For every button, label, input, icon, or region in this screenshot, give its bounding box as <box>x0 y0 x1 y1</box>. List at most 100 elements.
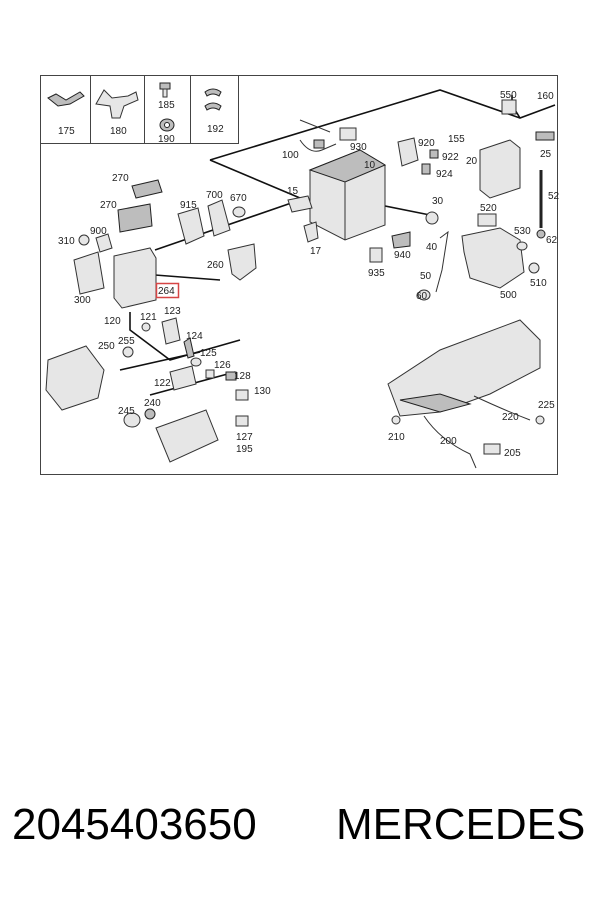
label-15: 15 <box>287 186 299 197</box>
nut-62-icon <box>536 229 546 239</box>
label-155: 155 <box>448 134 465 145</box>
label-300: 300 <box>74 295 91 306</box>
clip-922-icon <box>429 149 439 159</box>
label-126: 126 <box>214 360 231 371</box>
label-520: 520 <box>480 203 497 214</box>
part-125-icon <box>190 357 202 367</box>
grommet-60-icon <box>417 289 431 301</box>
label-200: 200 <box>440 436 457 447</box>
label-128: 128 <box>234 371 251 382</box>
label-160: 160 <box>537 91 554 102</box>
label-20: 20 <box>466 156 478 167</box>
label-180: 180 <box>110 126 127 137</box>
label-122: 122 <box>154 378 171 389</box>
bracket-520-icon <box>477 213 497 227</box>
label-550: 550 <box>500 90 517 101</box>
part-900-icon <box>95 233 113 253</box>
label-920: 920 <box>418 138 435 149</box>
label-205: 205 <box>504 448 521 459</box>
label-100: 100 <box>282 150 299 161</box>
part-255-icon <box>122 346 134 358</box>
label-510: 510 <box>530 278 547 289</box>
leader-lines <box>119 89 556 396</box>
label-255: 255 <box>118 336 135 347</box>
clip-192-icon <box>204 88 222 111</box>
part-245-icon <box>123 412 141 428</box>
label-240: 240 <box>144 398 161 409</box>
fusebox-264-icon <box>113 247 157 309</box>
terminal-930-icon <box>339 127 357 141</box>
part-124-icon <box>183 337 195 359</box>
cable-40-icon <box>435 230 449 293</box>
label-127: 127 <box>236 432 253 443</box>
gasket-123-icon <box>161 317 181 345</box>
relay-270b-icon <box>117 203 153 233</box>
nut-190-icon <box>159 118 175 132</box>
cable-100-icon <box>299 139 337 152</box>
label-185: 185 <box>158 100 175 111</box>
label-915: 915 <box>180 200 197 211</box>
label-940: 940 <box>394 250 411 261</box>
label-270b: 270 <box>100 200 117 211</box>
label-120: 120 <box>104 316 121 327</box>
label-190: 190 <box>158 134 175 145</box>
clip-225-icon <box>535 415 545 425</box>
label-10: 10 <box>364 160 376 171</box>
label-17: 17 <box>310 246 322 257</box>
label-935: 935 <box>368 268 385 279</box>
label-225: 225 <box>538 400 555 411</box>
brand-name: MERCEDES <box>336 800 586 849</box>
clip-205-icon <box>483 443 501 455</box>
part-935-icon <box>369 247 383 263</box>
label-40: 40 <box>426 242 438 253</box>
part-130-icon <box>235 389 249 401</box>
clip-924-icon <box>421 163 431 175</box>
part-310-icon <box>78 234 90 246</box>
module-300-icon <box>73 251 105 295</box>
label-245: 245 <box>118 406 135 417</box>
label-60: 60 <box>416 291 428 302</box>
label-195: 195 <box>236 444 253 455</box>
bracket-920-icon <box>397 137 419 167</box>
label-670: 670 <box>230 193 247 204</box>
hose-220-icon <box>473 395 531 421</box>
transmission-icon <box>387 319 541 417</box>
cover-260-icon <box>227 243 257 281</box>
bracket-175-icon <box>47 91 85 107</box>
label-924: 924 <box>436 169 453 180</box>
label-121: 121 <box>140 312 157 323</box>
starter-195-icon <box>155 409 219 463</box>
label-175: 175 <box>58 126 75 137</box>
aux-battery-20-icon <box>479 139 521 199</box>
nut-530-icon <box>516 241 528 251</box>
label-62: 62 <box>546 235 558 246</box>
label-922: 922 <box>442 152 459 163</box>
nut-510-icon <box>528 262 540 274</box>
part-labels: 175 180 185 190 192 550 160 155 25 930 1… <box>58 90 560 459</box>
module-700-icon <box>207 199 231 237</box>
highlight-box <box>155 282 180 299</box>
bolt-210-icon <box>391 415 401 425</box>
label-900: 900 <box>90 226 107 237</box>
label-25: 25 <box>540 149 552 160</box>
label-700: 700 <box>206 190 223 201</box>
boot-122-icon <box>169 365 197 391</box>
label-530: 530 <box>514 226 531 237</box>
label-123: 123 <box>164 306 181 317</box>
battery-10-icon <box>308 149 387 241</box>
bracket-180-icon <box>95 89 139 119</box>
label-50: 50 <box>420 271 432 282</box>
label-192: 192 <box>207 124 224 135</box>
part-126-icon <box>205 369 215 379</box>
bracket-121-icon <box>141 322 151 332</box>
bracket-15-icon <box>287 195 313 213</box>
part-670-icon <box>232 206 246 218</box>
part-128-icon <box>225 371 237 381</box>
cable-200-icon <box>423 415 477 469</box>
bolt-185-icon <box>159 82 171 98</box>
label-124: 124 <box>186 331 203 342</box>
part-240-icon <box>144 408 156 420</box>
inset-boxes <box>40 75 239 144</box>
label-500: 500 <box>500 290 517 301</box>
label-310: 310 <box>58 236 75 247</box>
